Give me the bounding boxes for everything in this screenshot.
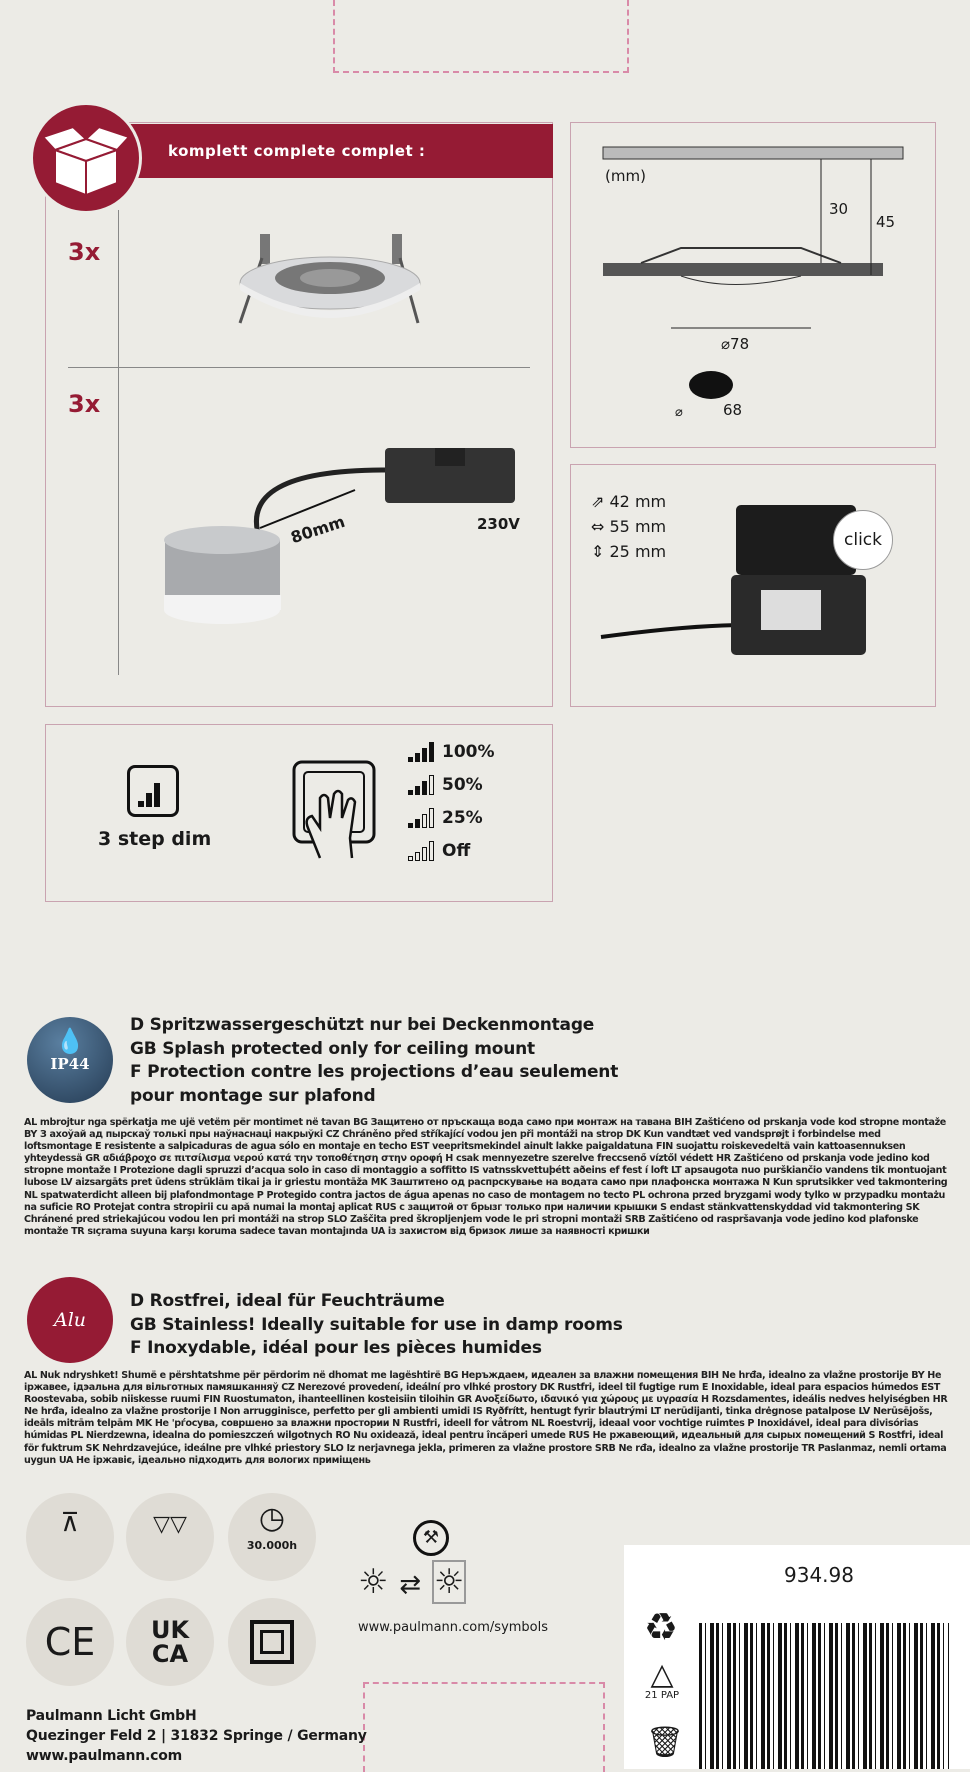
dimmable-wave-icon: ▽▽ <box>126 1493 214 1581</box>
dim-level-label: 25% <box>442 808 483 828</box>
dim-level-2: 25% <box>408 808 483 828</box>
dim-level-1: 50% <box>408 775 483 795</box>
dim-45: 45 <box>876 213 896 231</box>
protection-class-2-icon <box>228 1598 316 1686</box>
no-uv-sun-icons: ⚒ ☼ ⇄ ☼ <box>358 1520 467 1604</box>
alu-badge: Alu <box>27 1277 113 1363</box>
dim-level-0: 100% <box>408 742 495 762</box>
divider-horizontal <box>68 367 530 368</box>
ce-mark: CE <box>26 1598 114 1686</box>
alu-translations: AL Nuk ndryshket! Shumë e përshtatshme p… <box>24 1370 948 1466</box>
ip44-badge: 💧 IP44 <box>27 1017 113 1103</box>
lifetime-label: 30.000h <box>246 1539 298 1552</box>
alu-text: D Rostfrei, ideal für Feuchträume GB Sta… <box>130 1291 623 1358</box>
downlight-frame-image <box>230 228 430 342</box>
company-name: Paulmann Licht GmbH <box>26 1708 197 1724</box>
dim-level-label: 100% <box>442 742 495 762</box>
lifetime-clock-icon: ◷ 30.000h <box>228 1493 316 1581</box>
symbols-url[interactable]: www.paulmann.com/symbols <box>358 1620 549 1635</box>
dim-level-label: Off <box>442 841 471 861</box>
cutout-placeholder-bottom <box>363 1682 605 1772</box>
barcode <box>699 1623 949 1769</box>
driver-dim-3: ⇕ 25 mm <box>591 542 667 561</box>
signal-bars-icon <box>408 742 434 762</box>
water-drops-icon: 💧 <box>55 1027 85 1055</box>
dim-steps-icon <box>127 765 179 817</box>
alu-label: Alu <box>53 1309 87 1331</box>
dim-30: 30 <box>829 200 849 218</box>
dimensions-panel: (mm) 30 45 ⌀78 ⌀ 68 <box>570 122 936 448</box>
signal-bars-icon <box>408 808 434 828</box>
item1-quantity: 3x <box>68 238 101 266</box>
led-module-image <box>155 430 535 634</box>
company-info: Paulmann Licht GmbH Quezinger Feld 2 | 3… <box>26 1706 367 1766</box>
sun-icon: ☼ <box>358 1562 389 1602</box>
voltage-label: 230V <box>477 515 520 533</box>
item2-quantity: 3x <box>68 390 101 418</box>
company-address: Quezinger Feld 2 | 31832 Springe / Germa… <box>26 1728 367 1744</box>
dim-cutout: 68 <box>723 401 743 419</box>
waste-bin-icon: 🗑 <box>646 1725 685 1760</box>
sun-boxed-icon: ☼ <box>431 1560 467 1604</box>
driver-dim-2: ⇔ 55 mm <box>591 517 667 536</box>
ip44-text: D Spritzwassergeschützt nur bei Deckenmo… <box>130 1015 619 1106</box>
divider-vertical <box>118 210 119 675</box>
unit-label: (mm) <box>605 167 646 185</box>
included-header: komplett complete complet : <box>88 124 553 178</box>
green-dot-icon: ♻ <box>644 1605 679 1649</box>
driver-panel: ⇗ 42 mm ⇔ 55 mm ⇕ 25 mm click <box>570 464 936 707</box>
installer-icon: ⚒ <box>413 1520 449 1556</box>
ip44-translations: AL mbrojtur nga spërkatja me ujë vetëm p… <box>24 1117 948 1237</box>
cutout-prefix: ⌀ <box>675 405 683 420</box>
dim-label: 3 step dim <box>98 828 212 850</box>
article-number: 934.98 <box>784 1563 854 1587</box>
barcode-label: 934.98 ♻ △21 PAP 🗑 <box>624 1545 970 1769</box>
driver-dim-1: ⇗ 42 mm <box>591 492 667 511</box>
dim-level-3: Off <box>408 841 470 861</box>
ceiling-light-icon: ⊼ <box>26 1493 114 1581</box>
click-label: click <box>844 530 882 550</box>
included-panel <box>45 122 553 707</box>
signal-bars-icon <box>408 841 434 861</box>
click-bubble: click <box>833 510 893 570</box>
company-website[interactable]: www.paulmann.com <box>26 1748 183 1764</box>
signal-bars-icon <box>408 775 434 795</box>
ip44-label: IP44 <box>50 1055 90 1073</box>
recycling-pap-icon: △21 PAP <box>644 1657 680 1702</box>
dim-diameter: ⌀78 <box>721 335 750 353</box>
cutout-placeholder-top <box>333 0 629 73</box>
dim-level-label: 50% <box>442 775 483 795</box>
box-icon <box>30 102 142 214</box>
wall-switch-hand-icon <box>290 758 380 867</box>
swap-icon: ⇄ <box>399 1570 422 1600</box>
